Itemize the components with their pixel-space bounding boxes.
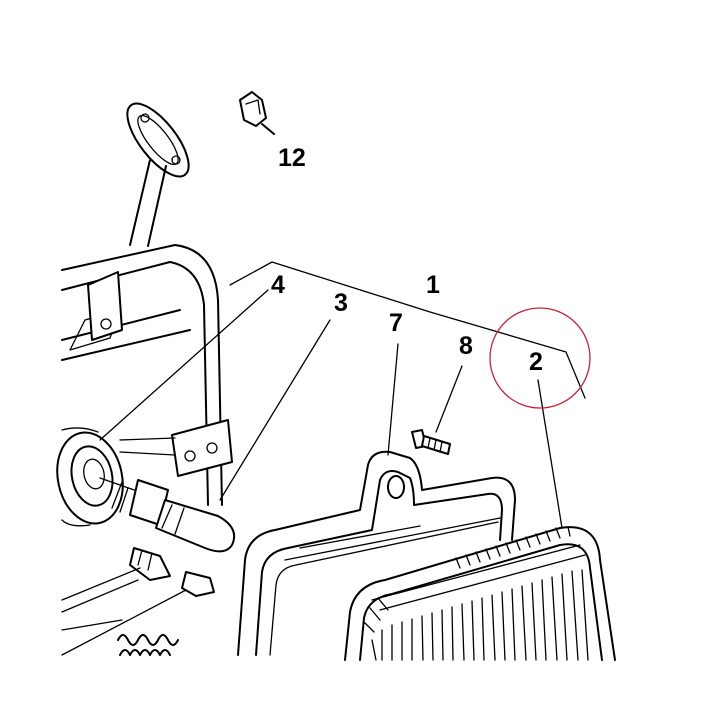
- lens-edge-hatching: [455, 526, 571, 569]
- leader-line-3: [219, 319, 331, 501]
- support-frame: [61, 244, 233, 506]
- mounting-stalk: [126, 102, 190, 247]
- lens-ribs: [363, 569, 589, 661]
- highlight-circle: [489, 307, 591, 409]
- callout-7: 7: [389, 309, 403, 337]
- side-marker-bulb: [61, 547, 215, 656]
- headlamp-lens: [344, 526, 616, 661]
- adjusting-screw: [411, 429, 451, 455]
- callout-4: 4: [271, 271, 285, 299]
- callout-2: 2: [529, 348, 543, 376]
- bulb-socket-cover: [56, 427, 124, 527]
- leader-line-7: [387, 343, 399, 456]
- leader-lines: [99, 261, 586, 529]
- headlamp-housing: [237, 450, 516, 656]
- callout-8: 8: [459, 332, 473, 360]
- headlamp-bulb: [99, 477, 236, 553]
- leader-line-2: [537, 379, 563, 529]
- wire-spring: [117, 634, 179, 656]
- leader-line-4: [99, 289, 269, 441]
- callout-numbers: 12 1 4 3 7 8 2: [271, 144, 543, 376]
- bracket-line-1: [229, 261, 586, 399]
- leader-line-8: [435, 365, 463, 433]
- callout-12: 12: [278, 144, 306, 172]
- callout-1: 1: [426, 271, 440, 299]
- retaining-clip: [239, 91, 275, 135]
- callout-3: 3: [334, 289, 348, 317]
